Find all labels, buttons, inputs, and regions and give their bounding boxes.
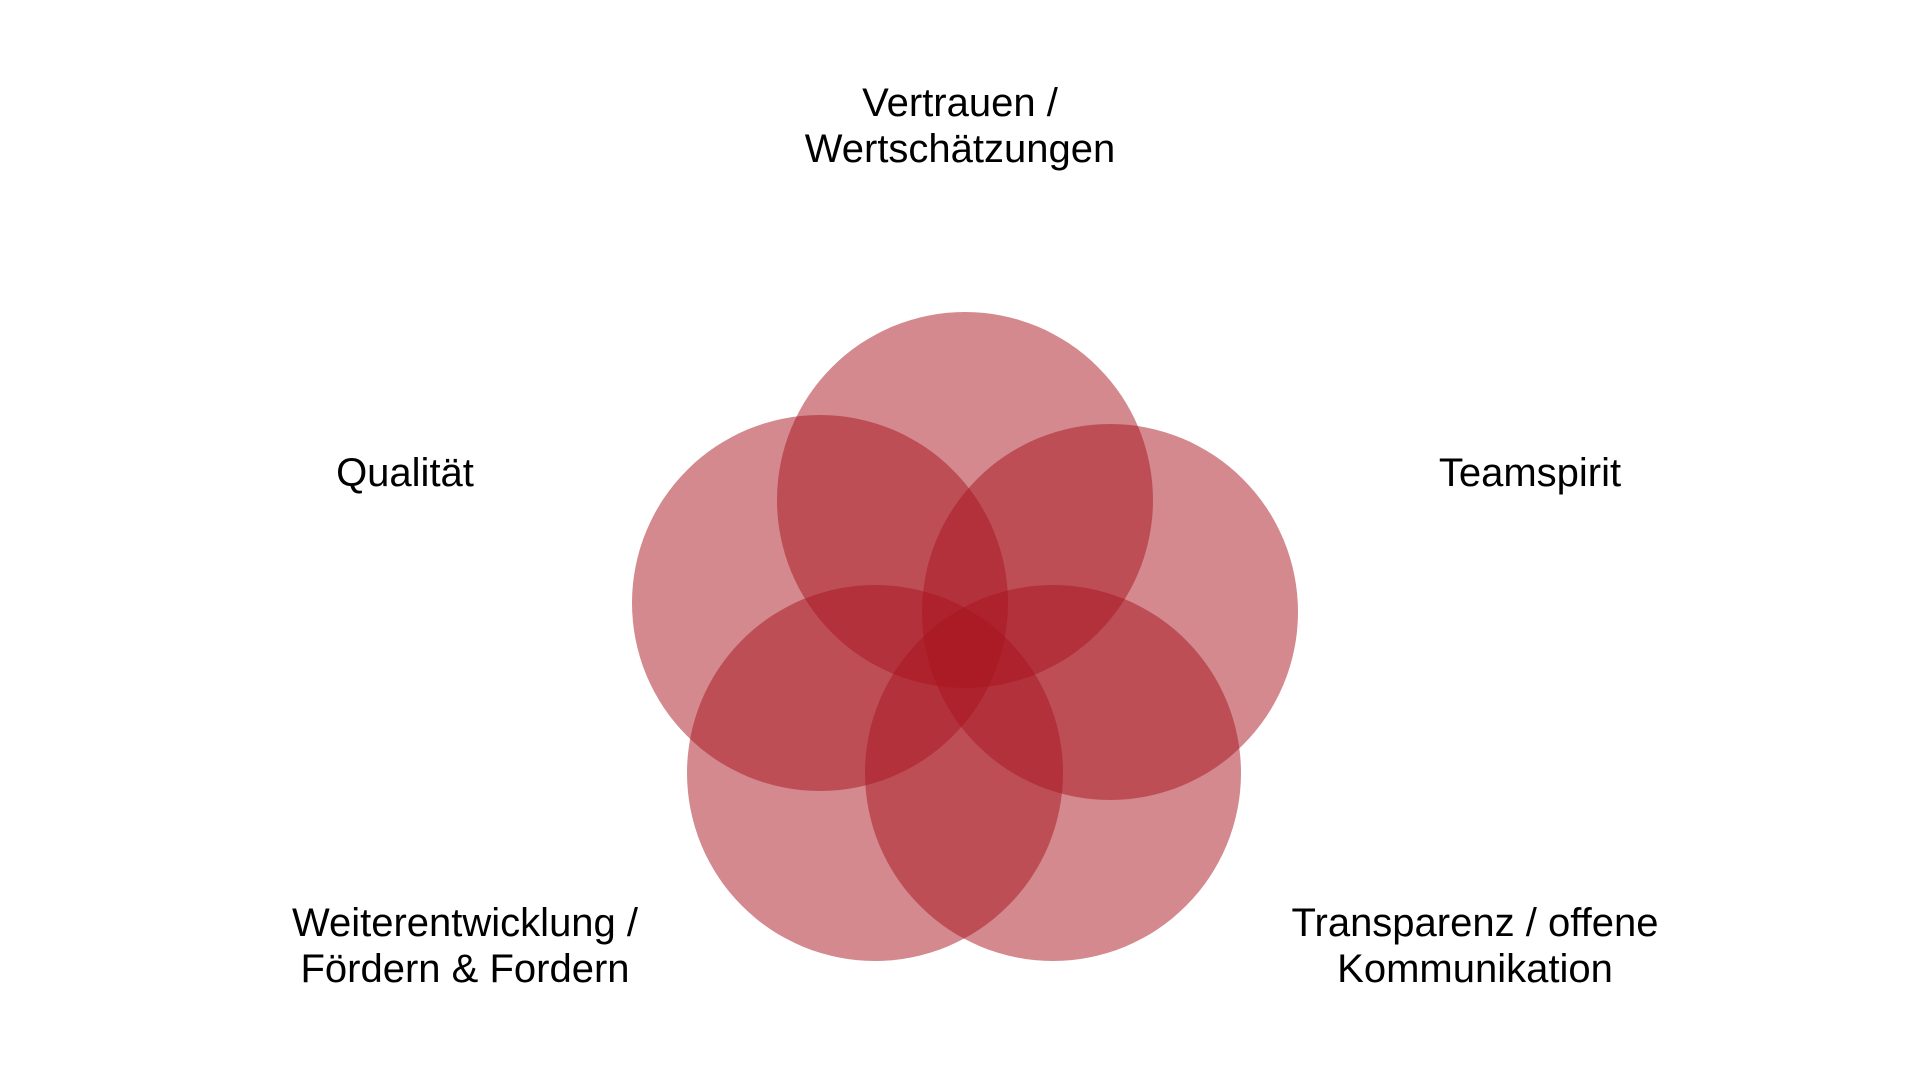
label-vertrauen-wertschaetzungen: Vertrauen / Wertschätzungen: [760, 80, 1160, 172]
label-line: Qualität: [336, 451, 474, 495]
label-line: Fördern & Fordern: [300, 947, 630, 991]
label-line: Vertrauen /: [862, 81, 1058, 125]
label-line: Teamspirit: [1438, 451, 1622, 495]
label-transparenz: Transparenz / offene Kommunikation: [1250, 900, 1700, 992]
label-teamspirit: Teamspirit: [1380, 450, 1680, 496]
label-weiterentwicklung: Weiterentwicklung / Fördern & Fordern: [240, 900, 690, 992]
label-line: Weiterentwicklung /: [291, 901, 639, 945]
label-line: Transparenz / offene: [1291, 901, 1659, 945]
label-qualitaet: Qualität: [280, 450, 530, 496]
label-line: Wertschätzungen: [804, 127, 1116, 171]
label-line: Kommunikation: [1337, 947, 1613, 991]
circle-bottom-right: [865, 585, 1241, 961]
